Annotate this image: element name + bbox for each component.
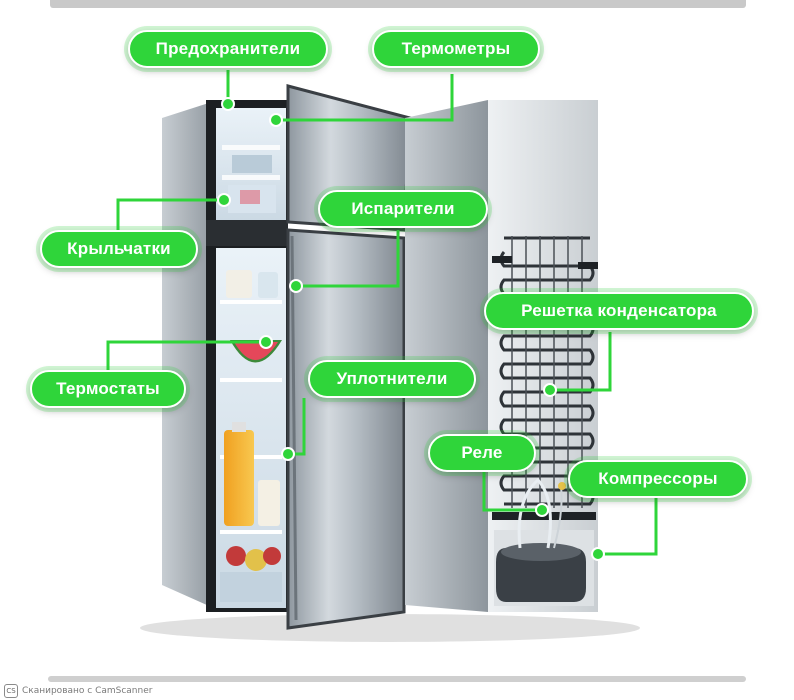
bottom-border	[48, 676, 746, 682]
label-seals: Уплотнители	[308, 360, 476, 398]
label-compressors: Компрессоры	[568, 460, 748, 498]
label-relay: Реле	[428, 434, 536, 472]
juice-bottle	[224, 430, 254, 526]
label-thermometers: Термометры	[372, 30, 540, 68]
label-thermostats: Термостаты	[30, 370, 186, 408]
label-evaporators: Испарители	[318, 190, 488, 228]
back-fridge-side	[405, 100, 488, 612]
camscanner-logo: CS	[4, 684, 18, 698]
label-impellers: Крыльчатки	[40, 230, 198, 268]
top-border	[50, 0, 746, 8]
back-fridge-panel	[488, 100, 598, 612]
connector-dots	[217, 97, 605, 561]
label-condenser-grille: Решетка конденсатора	[484, 292, 754, 330]
scan-watermark: CS Сканировано с CamScanner	[4, 684, 152, 698]
label-fuses: Предохранители	[128, 30, 328, 68]
floor-shadow	[140, 614, 640, 642]
compressor	[496, 548, 586, 602]
fridge-side-panel	[162, 100, 218, 610]
scan-text: Сканировано с CamScanner	[22, 686, 153, 696]
fridge-door	[286, 228, 406, 630]
